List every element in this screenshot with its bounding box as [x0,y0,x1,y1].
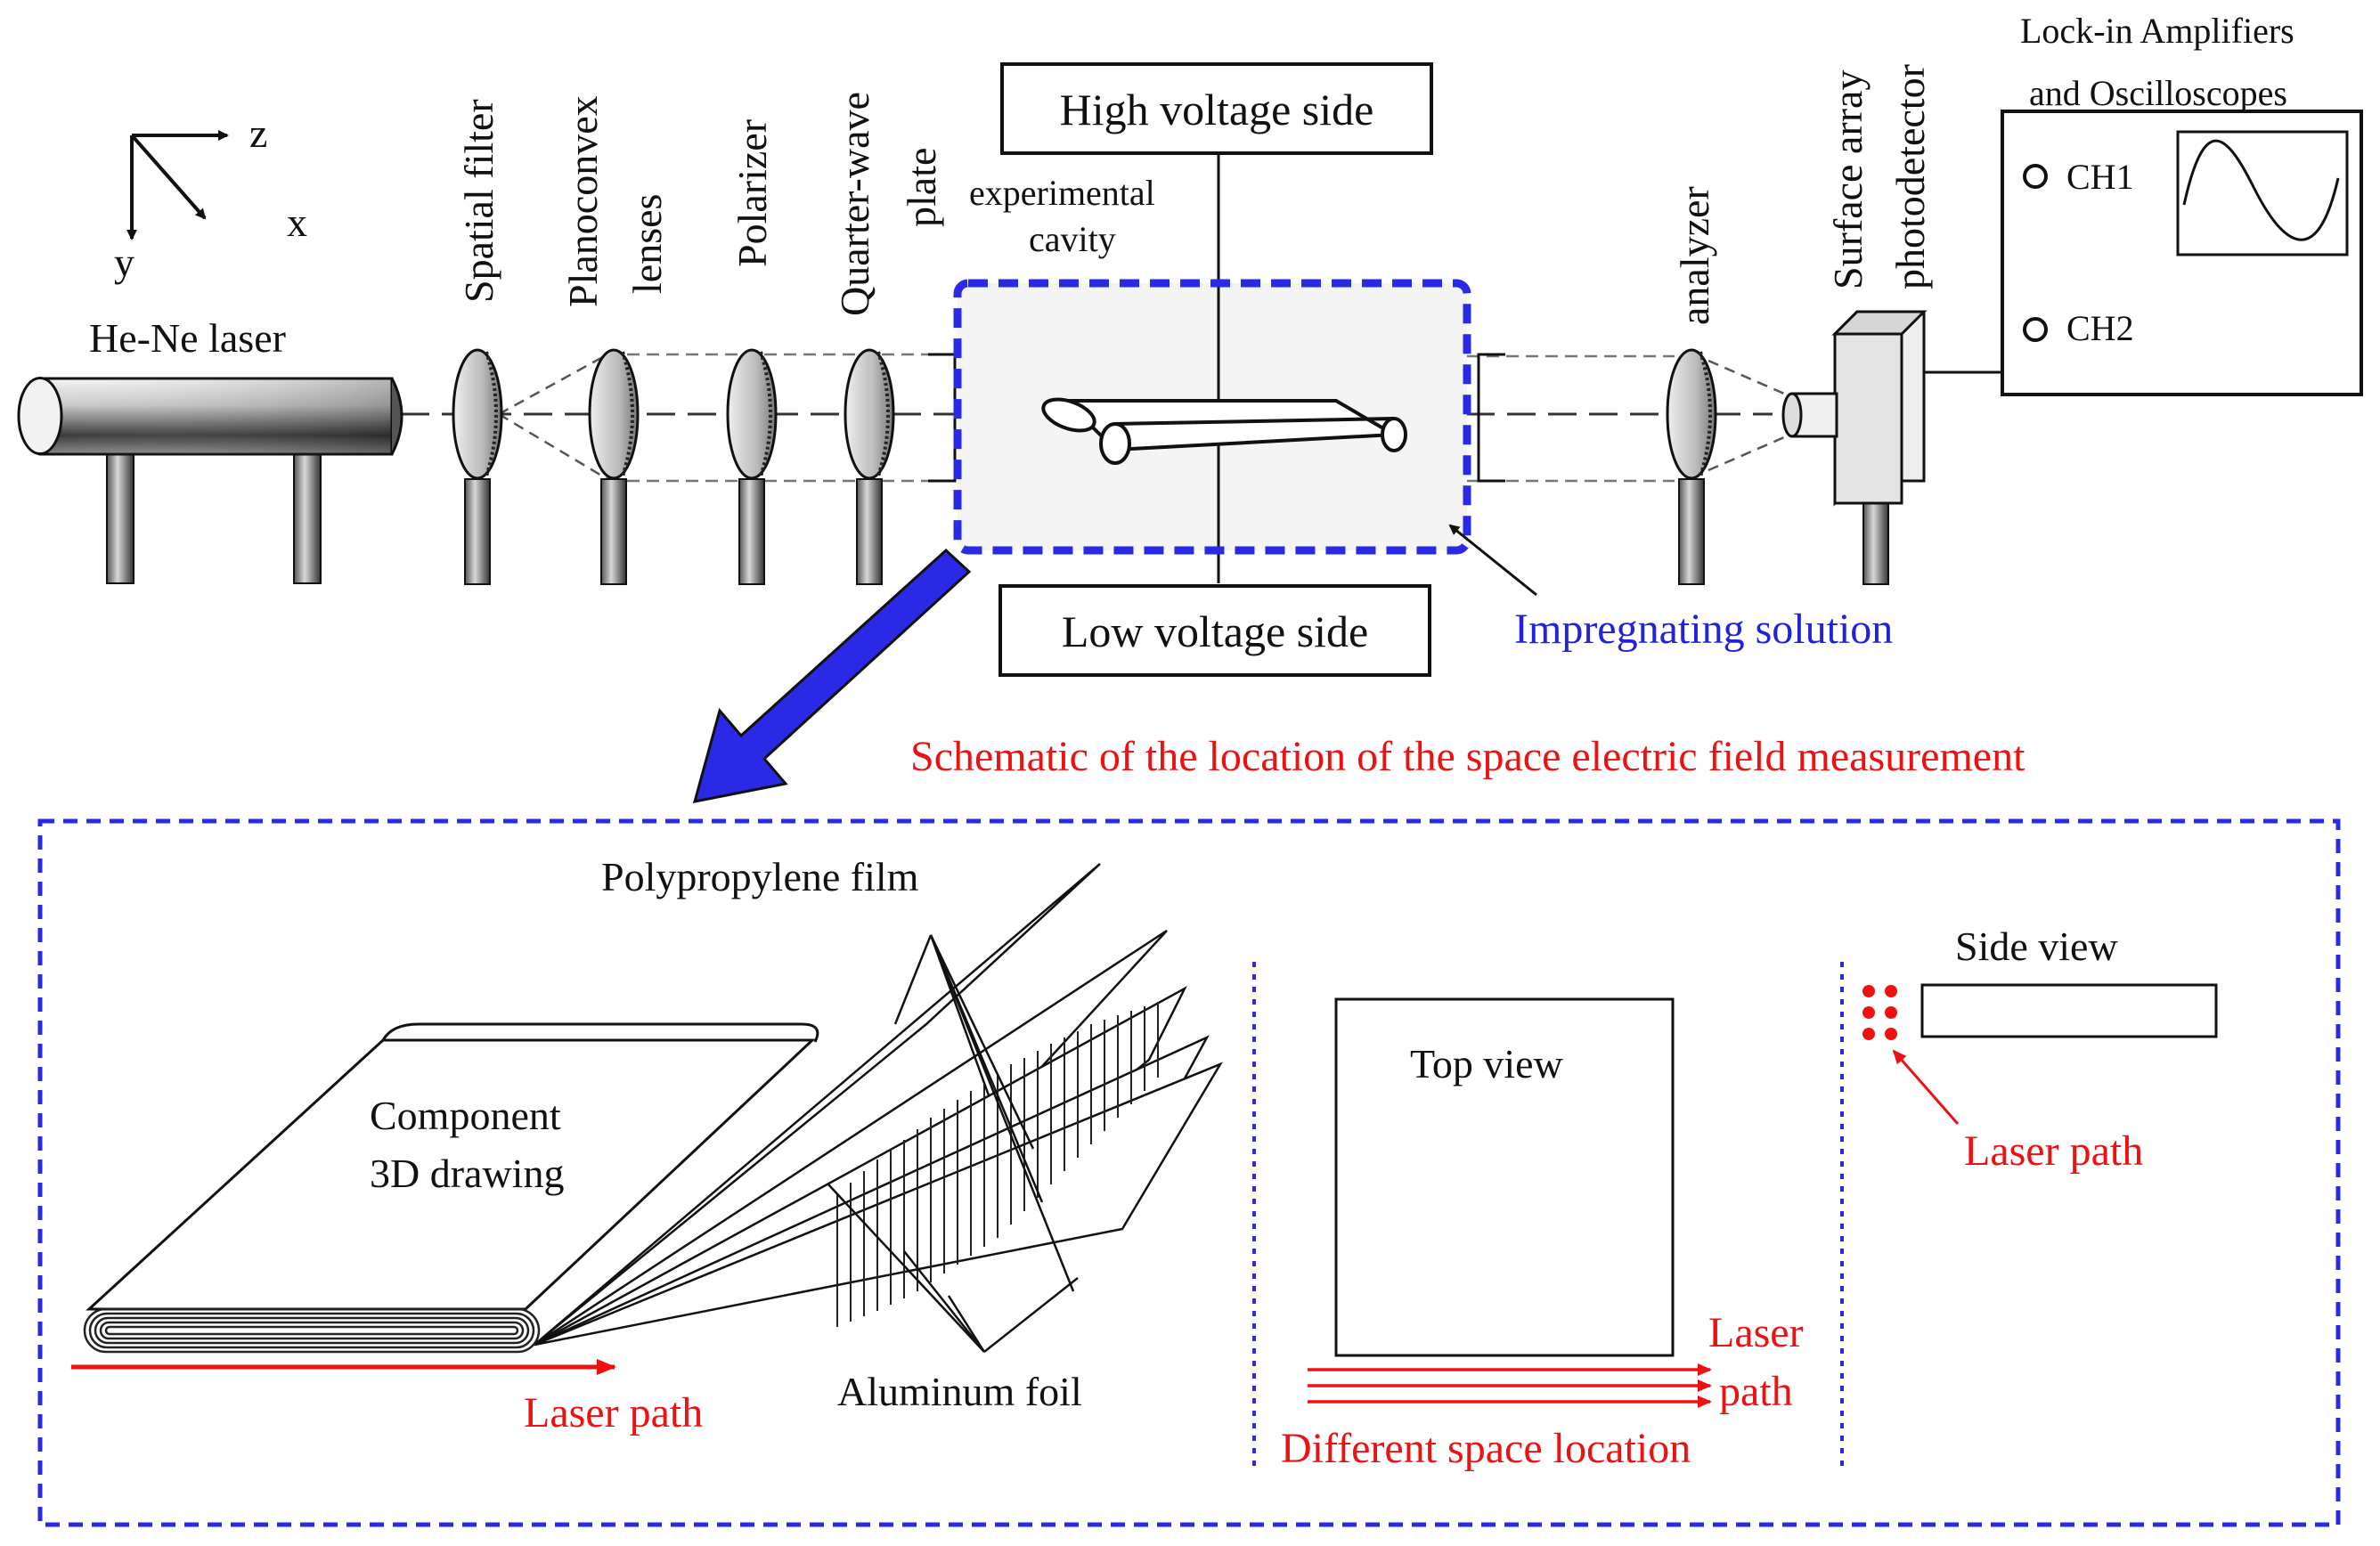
quarter-wave-label-line1: Quarter-wave [832,92,877,316]
low-voltage-box: Low voltage side [998,584,1431,677]
lockin-title-line1: Lock-in Amplifiers [2020,11,2294,51]
lockin-title-line2: and Oscilloscopes [2029,73,2287,113]
cavity-dashed-boundary [953,279,1471,555]
laser-post-left [106,453,134,584]
spatial-filter-label: Spatial filter [456,99,501,303]
component-laser-label: Laser path [524,1389,703,1436]
polarizer-label: Polarizer [729,119,775,267]
polarizer [726,348,778,585]
oscilloscope-screen [2176,130,2349,256]
quarter-wave-plate [844,348,895,585]
impregnating-solution-label: Impregnating solution [1514,606,1893,653]
schematic-dashed-frame [37,818,2341,1527]
low-voltage-label: Low voltage side [1062,606,1368,656]
axis-y-label: y [114,240,134,285]
ch2-indicator [2023,317,2048,342]
lock-in-amplifier-box: Lock-in Amplifiers and Oscilloscopes CH1… [2001,11,2363,396]
axis-x-label: x [287,199,307,245]
laser-label: He-Ne laser [89,315,286,361]
component-label-line2: 3D drawing [370,1151,564,1196]
schematic-title: Schematic of the location of the space e… [910,733,2025,780]
high-voltage-label: High voltage side [1060,85,1374,134]
polypropylene-label: Polypropylene film [601,854,919,899]
polypropylene-leaders [893,934,1075,1292]
planoconvex-label-line1: Planoconvex [560,95,606,307]
planoconvex-label-line2: lenses [624,194,670,294]
ch2-label: CH2 [2066,308,2134,348]
aluminum-leaders [827,1184,1079,1353]
top-view-panel: Top view Laser path Different space loca… [1281,997,1804,1472]
side-view-panel: Side view Laser path [1862,924,2218,1175]
top-laser-label-line2: path [1719,1368,1793,1415]
planoconvex-lenses [588,348,640,585]
quarter-wave-label-line2: plate [899,148,944,227]
capacitor-element [1041,397,1407,465]
high-voltage-box: High voltage side [1000,62,1433,155]
component-label-line1: Component [370,1093,561,1138]
side-laser-label: Laser path [1964,1127,2143,1175]
side-view-label: Side view [1955,924,2118,969]
ch1-indicator [2023,164,2048,189]
top-laser-label-line1: Laser [1708,1309,1804,1356]
sine-wave-trace [2182,139,2340,241]
axis-z-label: z [249,110,267,156]
coordinate-axes: z x y [114,110,307,285]
laser-post-right [293,453,322,584]
photodetector-label-line1: Surface array [1825,70,1871,289]
side-laser-arrow [1892,1049,1960,1125]
surface-array-photodetector [1781,310,2002,585]
cavity-label-line1: experimental [969,173,1155,213]
experimental-cavity: experimental cavity [928,153,1505,583]
analyzer-label: analyzer [1672,186,1717,325]
aluminum-label: Aluminum foil [837,1369,1082,1414]
different-location-label: Different space location [1281,1425,1691,1472]
spatial-filter [452,348,503,585]
photodetector-label-line2: photodetector [1887,64,1933,289]
analyzer [1666,348,1717,585]
laser-cross-section-dots [1862,985,1897,1040]
zoom-arrow [692,548,972,803]
cavity-label-line2: cavity [1029,219,1116,259]
component-3d-drawing: Component 3D drawing [83,863,1223,1354]
ch1-label: CH1 [2066,157,2134,197]
top-view-label: Top view [1410,1041,1564,1086]
he-ne-laser: He-Ne laser [17,315,403,584]
